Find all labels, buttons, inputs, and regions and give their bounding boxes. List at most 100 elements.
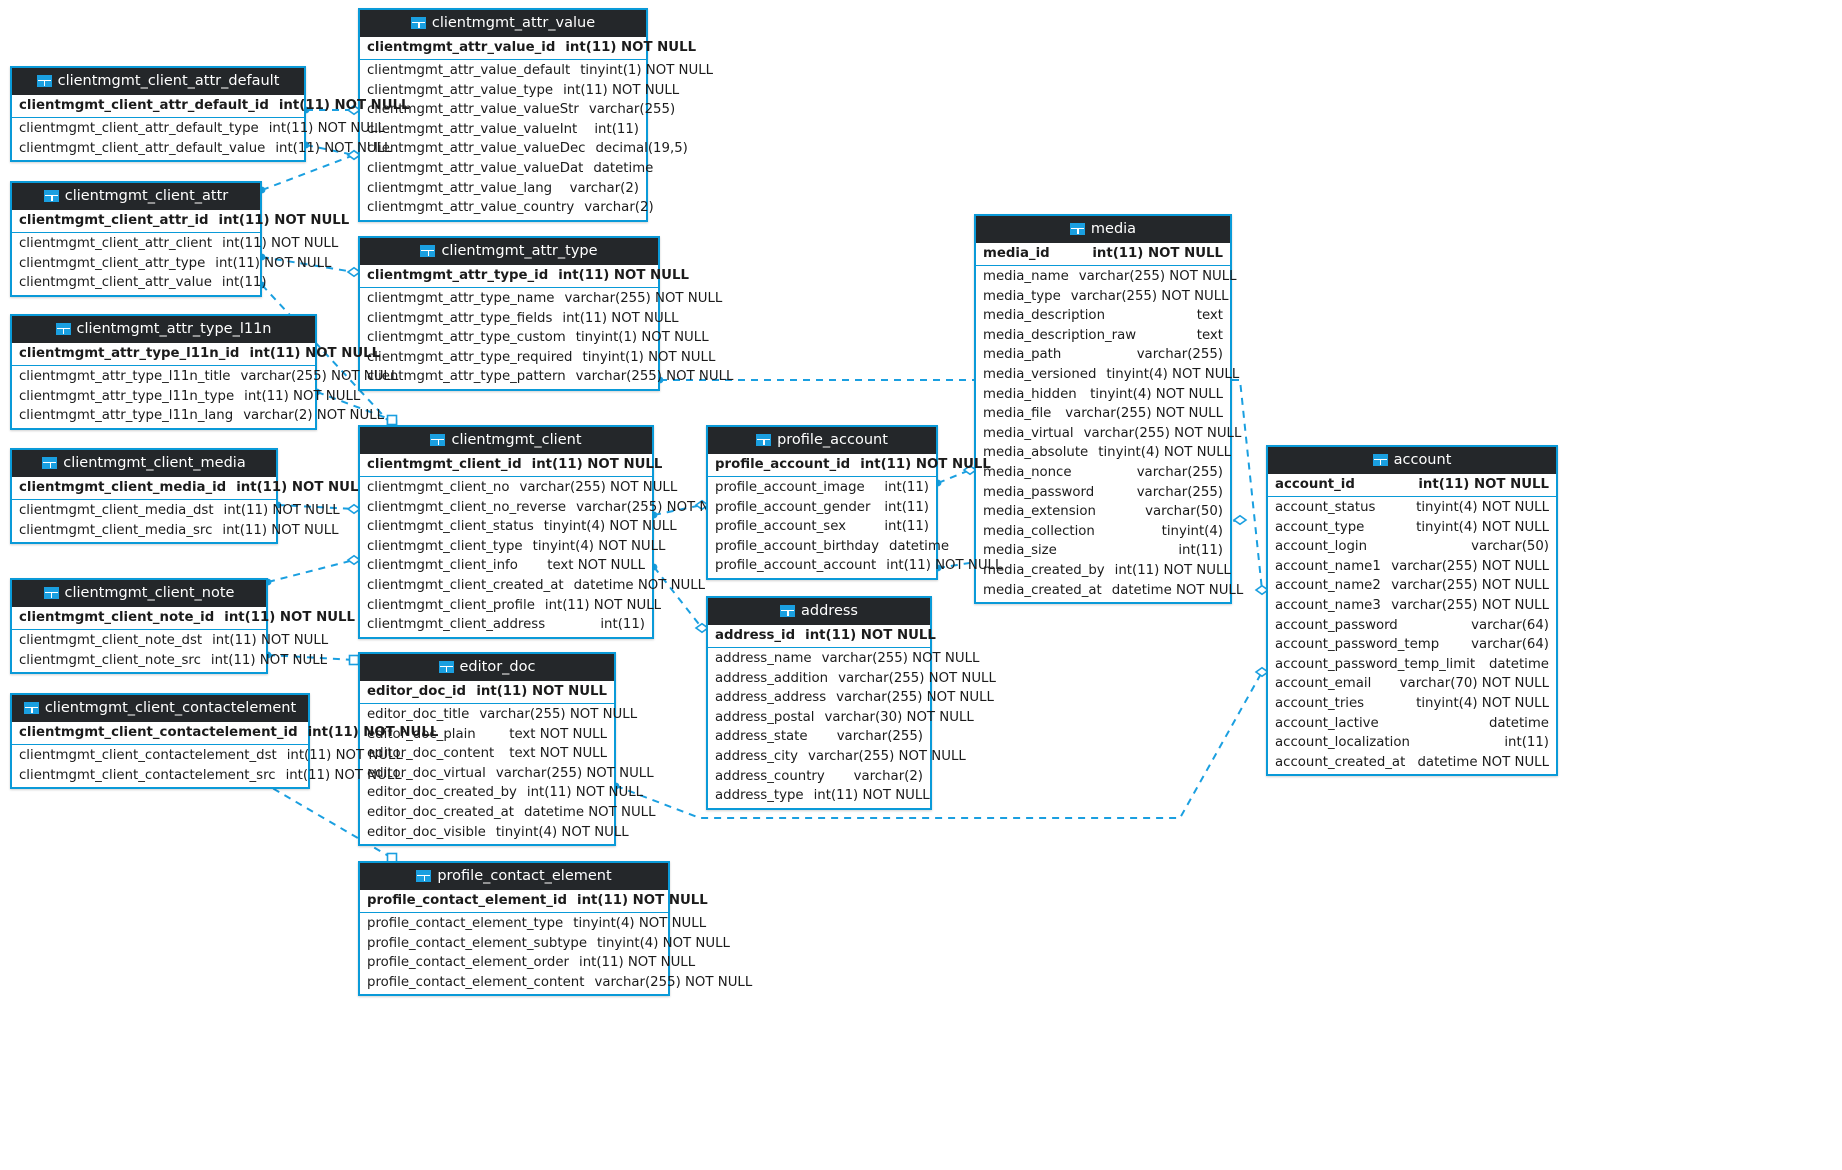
field-name: account_login — [1275, 539, 1368, 555]
field-name: media_password — [983, 484, 1095, 500]
field-name: account_password_temp_limit — [1275, 656, 1476, 672]
field-name: editor_doc_created_by — [367, 785, 517, 801]
field-type: int(11) NOT NULL — [307, 725, 439, 740]
field-type: int(11) NOT NULL — [215, 255, 332, 271]
table-header[interactable]: clientmgmt_attr_type_l11n — [12, 316, 315, 343]
field-name: media_id — [983, 246, 1050, 261]
field-type: int(11) NOT NULL — [805, 628, 936, 643]
field-name: clientmgmt_client_media_dst — [19, 503, 214, 519]
field-type: text NOT NULL — [509, 746, 607, 762]
field-name: profile_account_account — [715, 558, 877, 574]
field-type: int(11) — [884, 519, 929, 535]
table-header[interactable]: clientmgmt_attr_value — [360, 10, 646, 37]
field-type: int(11) — [221, 275, 267, 291]
table-header[interactable]: clientmgmt_client_attr — [12, 183, 260, 210]
table-header[interactable]: profile_account — [708, 427, 936, 454]
field-name: media_nonce — [983, 465, 1072, 481]
field-type: tinyint(1) NOT NULL — [582, 349, 716, 365]
field-type: datetime NOT NULL — [573, 578, 706, 594]
table-header[interactable]: clientmgmt_client_attr_default — [12, 68, 304, 95]
field-name: account_name1 — [1275, 558, 1381, 574]
entity-table[interactable]: clientmgmt_client_contactelement clientmg… — [10, 693, 438, 790]
field-type: int(11) NOT NULL — [563, 82, 680, 98]
table-name: clientmgmt_client_contactelement — [44, 700, 297, 716]
field-name: account_type — [1275, 519, 1365, 535]
table-header[interactable]: address — [708, 598, 930, 625]
table-icon — [780, 605, 796, 617]
field-name: profile_contact_element_content — [367, 974, 585, 990]
entity-table[interactable]: clientmgmt_client_media clientmgmt_client… — [10, 448, 367, 545]
table-name: clientmgmt_attr_value — [431, 15, 596, 31]
field-name: account_name3 — [1275, 598, 1381, 614]
field-name: clientmgmt_attr_value_valueInt — [367, 121, 578, 137]
field-name: account_localization — [1275, 735, 1410, 751]
table-icon — [36, 75, 52, 87]
field-type: int(11) NOT NULL — [244, 388, 361, 404]
table-header[interactable]: clientmgmt_client_contactelement — [12, 695, 308, 722]
field-type: int(11) NOT NULL — [286, 748, 403, 764]
field-type: varchar(30) NOT NULL — [824, 709, 974, 725]
table-header[interactable]: account — [1268, 447, 1556, 474]
table-header[interactable]: media — [976, 216, 1230, 243]
table-header[interactable]: clientmgmt_attr_type — [360, 238, 658, 265]
table-header[interactable]: profile_contact_element — [360, 863, 668, 890]
table-name: address — [801, 603, 858, 619]
field-name: clientmgmt_attr_value_id — [367, 40, 556, 55]
field-type: int(11) NOT NULL — [476, 684, 607, 699]
field-type: int(11) NOT NULL — [1114, 563, 1231, 578]
table-header[interactable]: clientmgmt_client_media — [12, 450, 276, 477]
field-name: address_id — [715, 628, 796, 643]
field-name: clientmgmt_attr_value_valueDec — [367, 141, 586, 157]
field-name: clientmgmt_client_note_dst — [19, 633, 203, 649]
field-type: varchar(255) NOT NULL — [594, 974, 753, 990]
entity-table[interactable]: clientmgmt_attr_type clientmgmt_attr_type… — [358, 236, 733, 392]
table-icon — [438, 661, 454, 673]
entity-table[interactable]: clientmgmt_attr_value clientmgmt_attr_val… — [358, 8, 713, 222]
field-name: clientmgmt_client_status — [367, 519, 534, 535]
table-header[interactable]: clientmgmt_client_note — [12, 580, 266, 607]
table-header[interactable]: editor_doc — [360, 654, 614, 681]
field-name: account_email — [1275, 676, 1372, 692]
field-name: media_file — [983, 406, 1052, 422]
field-name: clientmgmt_attr_type_name — [367, 291, 555, 307]
field-type: tinyint(4) NOT NULL — [1098, 445, 1232, 461]
field-type: tinyint(4) NOT NULL — [1090, 386, 1223, 402]
field-type: int(11) NOT NULL — [278, 98, 410, 113]
field-name: profile_account_gender — [715, 499, 871, 515]
table-header[interactable]: clientmgmt_client — [360, 427, 652, 454]
field-name: account_password_temp — [1275, 637, 1440, 653]
field-type: varchar(64) — [1471, 617, 1549, 633]
field-type: int(11) NOT NULL — [222, 522, 339, 538]
